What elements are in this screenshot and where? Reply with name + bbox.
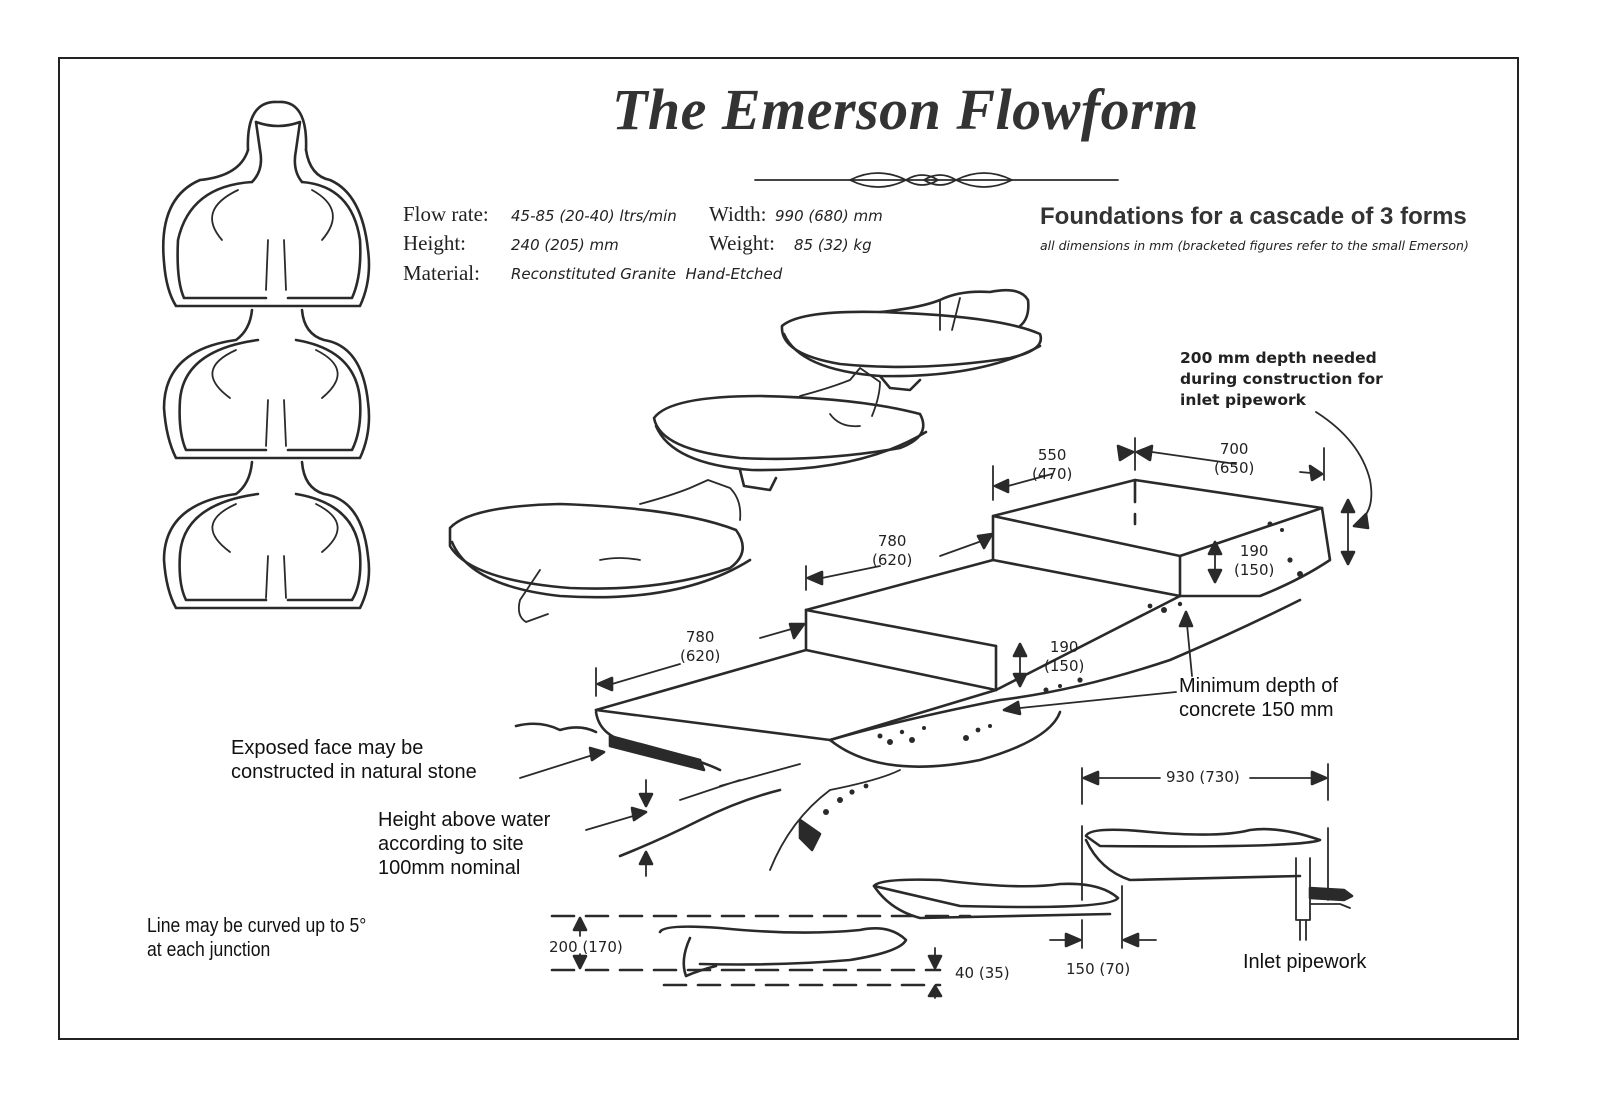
- dim-lower-step: 190 (150): [1044, 638, 1084, 676]
- flow-rate-label: Flow rate:: [403, 202, 489, 226]
- inlet-pipework-label: Inlet pipework: [1243, 951, 1367, 973]
- exposed-face-note: Exposed face may be constructed in natur…: [231, 736, 477, 784]
- height-value: 240 (205) mm: [511, 236, 619, 254]
- dim-main: 190: [1239, 542, 1269, 560]
- dim-small: (620): [872, 551, 913, 569]
- material-label: Material:: [403, 261, 480, 285]
- foundations-subtitle: all dimensions in mm (bracketed figures …: [1040, 238, 1469, 253]
- height-above-water-note: Height above water according to site 100…: [378, 808, 550, 880]
- foundations-title: Foundations for a cascade of 3 forms: [1040, 203, 1467, 230]
- dim-main: 700: [1219, 440, 1249, 458]
- dim-top-depth: 550 (470): [1032, 446, 1072, 484]
- step-dimension-lines: [519, 411, 1373, 877]
- side-elevation-art: [550, 763, 1354, 999]
- material-value: Reconstituted Granite Hand-Etched: [511, 265, 783, 283]
- dim-main: 550: [1037, 446, 1067, 464]
- dim-small: (150): [1044, 657, 1085, 675]
- note-line: Minimum depth of: [1179, 675, 1338, 697]
- note-line: concrete 150 mm: [1179, 699, 1334, 721]
- plan-view-flowforms: [162, 100, 371, 610]
- note-line: 100mm nominal: [378, 857, 521, 879]
- dim-overlap: 150 (70): [1066, 960, 1131, 978]
- min-concrete-note: Minimum depth of concrete 150 mm: [1179, 674, 1338, 722]
- height-label: Height:: [403, 231, 466, 255]
- dim-main: 780: [877, 532, 907, 550]
- dim-form-length: 930 (730): [1166, 768, 1240, 786]
- cascade-perspective-art: [448, 288, 1043, 623]
- note-line: constructed in natural stone: [231, 761, 477, 783]
- width-value: 990 (680) mm: [775, 207, 883, 225]
- curve-note: Line may be curved up to 5° at each junc…: [147, 914, 366, 962]
- width-label: Width:: [709, 202, 767, 226]
- note-line: 200 mm depth needed: [1180, 349, 1377, 367]
- foundation-steps-art: [514, 478, 1332, 871]
- note-line: inlet pipework: [1180, 391, 1306, 409]
- dim-small: (470): [1032, 465, 1073, 483]
- dim-main: 190: [1049, 638, 1079, 656]
- note-line: Line may be curved up to 5°: [147, 915, 367, 937]
- note-line: according to site: [378, 833, 524, 855]
- dim-top-width: 700 (650): [1214, 440, 1254, 478]
- dim-small: (650): [1214, 459, 1255, 477]
- note-line: at each junction: [147, 939, 271, 961]
- note-line: during construction for: [1180, 370, 1383, 388]
- dim-small: (620): [680, 647, 721, 665]
- pipework-depth-note: 200 mm depth needed during construction …: [1180, 348, 1383, 411]
- dim-middle-length: 780 (620): [872, 532, 912, 570]
- weight-value: 85 (32) kg: [794, 236, 872, 254]
- dim-small: (150): [1234, 561, 1275, 579]
- dim-lower-length: 780 (620): [680, 628, 720, 666]
- dim-upper-step: 190 (150): [1234, 542, 1274, 580]
- page-title: The Emerson Flowform: [612, 77, 1199, 142]
- note-line: Exposed face may be: [231, 737, 424, 759]
- title-ornament: [754, 172, 1119, 188]
- dim-lip: 40 (35): [955, 964, 1010, 982]
- dim-main: 780: [685, 628, 715, 646]
- drawing-border: [58, 57, 1519, 1040]
- dim-drop: 200 (170): [549, 938, 623, 956]
- flow-rate-value: 45-85 (20-40) ltrs/min: [511, 207, 677, 225]
- note-line: Height above water: [378, 809, 551, 831]
- weight-label: Weight:: [709, 231, 775, 255]
